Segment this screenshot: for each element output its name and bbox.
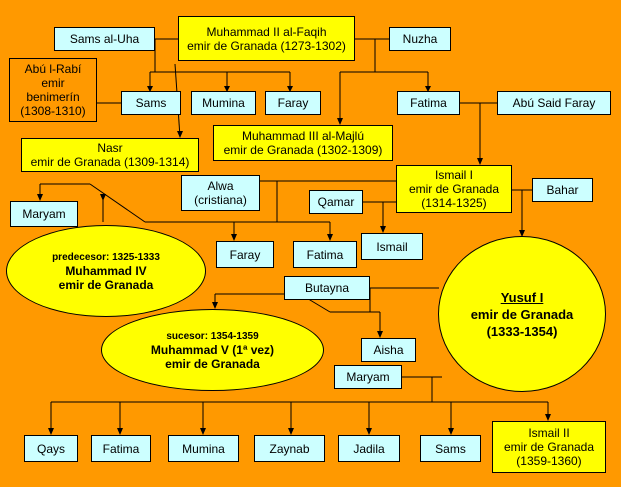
person-sams: Sams — [121, 91, 181, 115]
name: Yusuf I — [500, 289, 544, 305]
title: emir — [41, 76, 65, 90]
person-yusuf-i: Yusuf I emir de Granada (1333-1354) — [438, 236, 606, 392]
years: (1314-1325) — [421, 196, 487, 210]
person-ismail: Ismail — [361, 233, 423, 260]
title: benimerín — [26, 90, 80, 104]
name: Muhammad IV — [65, 263, 147, 278]
name: Muhammad III al-Majlú — [241, 129, 365, 143]
person-sams: Sams — [420, 435, 481, 462]
reign-note: sucesor: 1354-1359 — [166, 330, 259, 342]
person-muhammad-v: sucesor: 1354-1359 Muhammad V (1ª vez) e… — [101, 309, 324, 391]
title: emir de Granada — [165, 356, 260, 371]
person-abu-said-faray: Abú Said Faray — [497, 91, 611, 115]
note: (cristiana) — [194, 193, 247, 207]
years: (1359-1360) — [516, 454, 582, 468]
person-muhammad-iii: Muhammad III al-Majlú emir de Granada (1… — [213, 125, 393, 161]
person-nasr: Nasr emir de Granada (1309-1314) — [21, 138, 199, 172]
person-qamar: Qamar — [309, 190, 363, 214]
person-fatima: Fatima — [293, 241, 357, 268]
person-aisha: Aisha — [361, 338, 416, 362]
person-maryam: Maryam — [10, 201, 78, 227]
title: emir de Granada — [408, 182, 500, 196]
person-fatima: Fatima — [397, 91, 460, 115]
person-fatima: Fatima — [91, 435, 151, 462]
person-mumina: Mumina — [168, 435, 239, 462]
person-ismail-i: Ismail I emir de Granada (1314-1325) — [396, 165, 512, 213]
person-nuzha: Nuzha — [389, 27, 451, 51]
name: Muhammad V (1ª vez) — [150, 342, 275, 357]
person-faray: Faray — [216, 241, 274, 268]
person-bahar: Bahar — [532, 178, 593, 202]
person-muhammad-ii: Muhammad II al-Faqih emir de Granada (12… — [178, 16, 355, 61]
title: emir de Granada (1302-1309) — [223, 143, 383, 157]
title: emir de Granada (1309-1314) — [30, 155, 190, 169]
name: Nasr — [97, 141, 123, 155]
title: emir de Granada (1273-1302) — [187, 38, 346, 53]
years: (1333-1354) — [486, 323, 558, 339]
person-butayna: Butayna — [284, 276, 370, 300]
person-faray: Faray — [265, 91, 321, 115]
name: Alwa — [207, 179, 234, 193]
person-abu-l-rabi: Abú l-Rabí emir benimerín (1308-1310) — [9, 58, 97, 122]
title: emir de Granada — [503, 440, 595, 454]
person-mumina: Mumina — [191, 91, 256, 115]
title: emir de Granada — [470, 306, 574, 322]
reign-note: predecesor: 1325-1333 — [52, 251, 160, 263]
title: emir de Granada — [58, 277, 154, 292]
person-maryam: Maryam — [334, 365, 402, 389]
name: Ismail II — [528, 426, 570, 440]
person-alwa: Alwa (cristiana) — [181, 175, 260, 211]
person-qays: Qays — [24, 435, 78, 462]
years: (1308-1310) — [20, 104, 86, 118]
person-zaynab: Zaynab — [254, 435, 325, 462]
person-sams-al-uha: Sams al-Uha — [54, 27, 155, 51]
person-jadila: Jadila — [338, 435, 400, 462]
person-ismail-ii: Ismail II emir de Granada (1359-1360) — [492, 421, 606, 473]
person-muhammad-iv: predecesor: 1325-1333 Muhammad IV emir d… — [6, 225, 206, 317]
name: Abú l-Rabí — [24, 62, 82, 76]
name: Ismail I — [434, 168, 473, 182]
name: Muhammad II al-Faqih — [206, 24, 327, 39]
